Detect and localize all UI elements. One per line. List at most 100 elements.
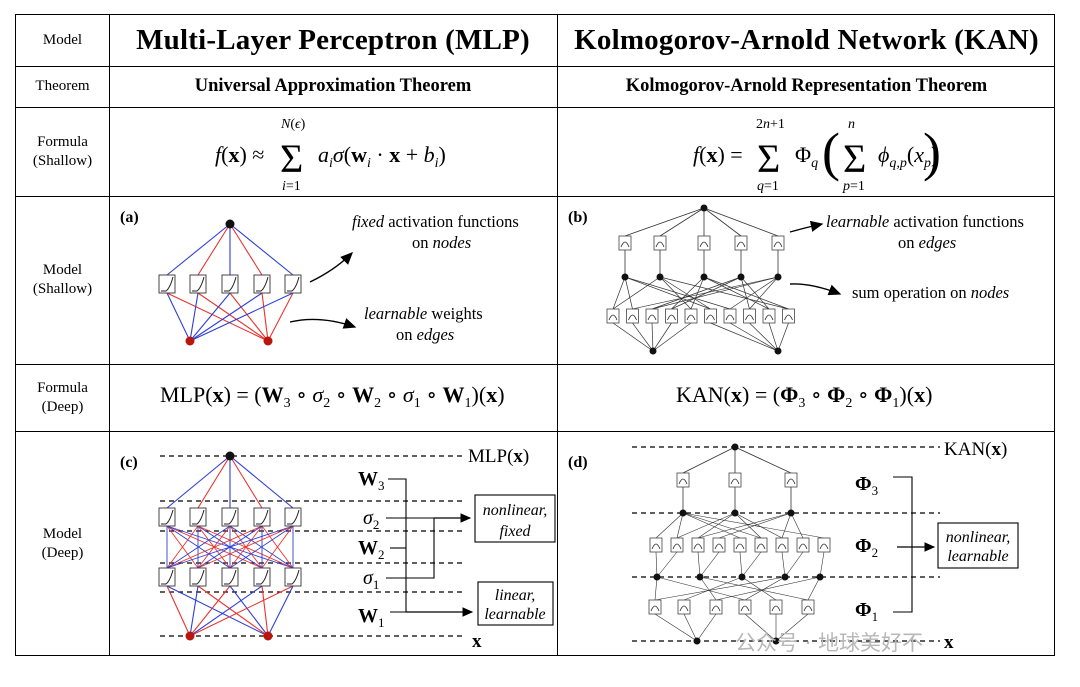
edge <box>682 512 762 539</box>
activation-box <box>284 274 302 294</box>
svg-text:q=1: q=1 <box>757 179 779 194</box>
mlp-title: Multi-Layer Perceptron (MLP) <box>136 24 530 56</box>
edge <box>741 551 762 578</box>
mlp-deep-formula: MLP(x) = (W3 ∘ σ2 ∘ W2 ∘ σ1 ∘ W1)(x) <box>160 382 505 411</box>
activation-box <box>712 537 726 553</box>
edge <box>166 585 269 637</box>
panel-d-phi3: Φ3 <box>855 473 878 498</box>
edge <box>781 551 786 578</box>
panel-d-learnable-text: learnable <box>947 548 1008 565</box>
edge <box>697 512 736 539</box>
panel-b-edges-line: on edges <box>898 233 956 252</box>
panel-a-arrow-edges <box>289 318 357 329</box>
edge <box>734 512 783 539</box>
edge <box>189 292 199 342</box>
edge <box>655 512 684 539</box>
mlp-shallow-formula: f(x) ≈ Σ N(ϵ) i=1 aiσ(wi · x + bi) <box>215 117 446 194</box>
svg-text:Σ: Σ <box>843 136 866 181</box>
edge <box>703 207 779 237</box>
edge <box>261 292 269 342</box>
panel-c-sigma1: σ1 <box>363 567 379 592</box>
edge <box>197 525 294 569</box>
edge <box>696 613 717 642</box>
edge <box>749 322 779 352</box>
edge <box>683 613 698 642</box>
input-node <box>263 631 273 641</box>
activation-box <box>648 599 662 615</box>
activation-box <box>784 472 798 488</box>
activation-box <box>733 537 747 553</box>
activation-box <box>221 567 239 587</box>
svg-text:f(x) =: f(x) = <box>693 142 743 167</box>
panel-c-linear-box <box>477 581 554 626</box>
svg-text:f(x) ≈: f(x) ≈ <box>215 142 264 167</box>
activation-box <box>189 567 207 587</box>
edge <box>744 613 777 642</box>
panel-c-linear-text: linear, <box>495 587 535 604</box>
activation-box <box>704 308 717 324</box>
panel-b-sum-line: sum operation on nodes <box>852 283 1009 302</box>
activation-box <box>665 308 678 324</box>
activation-box <box>645 308 659 324</box>
watermark: 公众号 · 地球美好不 <box>735 631 924 655</box>
activation-box <box>723 308 737 324</box>
edge <box>768 322 779 352</box>
panel-d-deep-kan <box>632 443 940 645</box>
edge <box>656 576 746 601</box>
edge <box>612 276 626 310</box>
sum-node <box>621 273 629 281</box>
edge <box>189 292 294 342</box>
edge <box>651 276 779 310</box>
panel-c-w2: W2 <box>358 537 385 562</box>
edge <box>229 223 294 276</box>
activation-box <box>801 599 815 615</box>
svg-text:p=1: p=1 <box>842 179 865 194</box>
formula-shallow-label: Formula (Shallow) <box>32 133 93 169</box>
edge <box>197 292 269 342</box>
activation-box <box>670 537 684 553</box>
svg-text:N(ϵ): N(ϵ) <box>280 117 306 132</box>
edge <box>166 525 199 569</box>
input-node <box>649 347 657 355</box>
edge <box>775 613 809 642</box>
sum-node <box>696 573 704 581</box>
activation-box <box>796 537 810 553</box>
activation-box <box>253 567 271 587</box>
edge <box>734 512 762 539</box>
edge <box>261 525 294 569</box>
input-node <box>693 637 701 645</box>
sum-node <box>774 273 782 281</box>
edge <box>197 585 269 637</box>
edge <box>612 276 661 310</box>
panel-d-nonlinear-text: nonlinear, <box>946 529 1010 546</box>
edge <box>699 576 717 601</box>
activation-box <box>771 235 785 251</box>
edge <box>189 292 263 342</box>
edge <box>740 276 770 310</box>
panel-c-w3: W3 <box>358 468 385 493</box>
theorem-label: Theorem <box>35 78 90 95</box>
activation-box <box>684 308 698 324</box>
edge <box>197 455 231 509</box>
edge <box>189 585 231 637</box>
activation-box <box>782 308 795 324</box>
activation-box <box>221 274 239 294</box>
panel-b-tag: (b) <box>568 209 588 226</box>
activation-box <box>649 537 663 553</box>
svg-text:(: ( <box>822 122 840 182</box>
edge <box>741 576 777 601</box>
activation-box <box>769 599 783 615</box>
edge <box>697 512 792 539</box>
activation-box <box>676 472 690 488</box>
activation-box <box>775 537 789 553</box>
svg-text:ϕq,p(xp): ϕq,p(xp) <box>878 142 938 171</box>
edge <box>197 223 231 276</box>
panel-c-deep-mlp <box>158 451 462 641</box>
activation-box <box>189 274 207 294</box>
edge <box>189 585 263 637</box>
panel-d-input-x: x <box>944 632 954 653</box>
edge <box>651 322 654 352</box>
sum-node <box>656 273 664 281</box>
edge <box>189 585 294 637</box>
